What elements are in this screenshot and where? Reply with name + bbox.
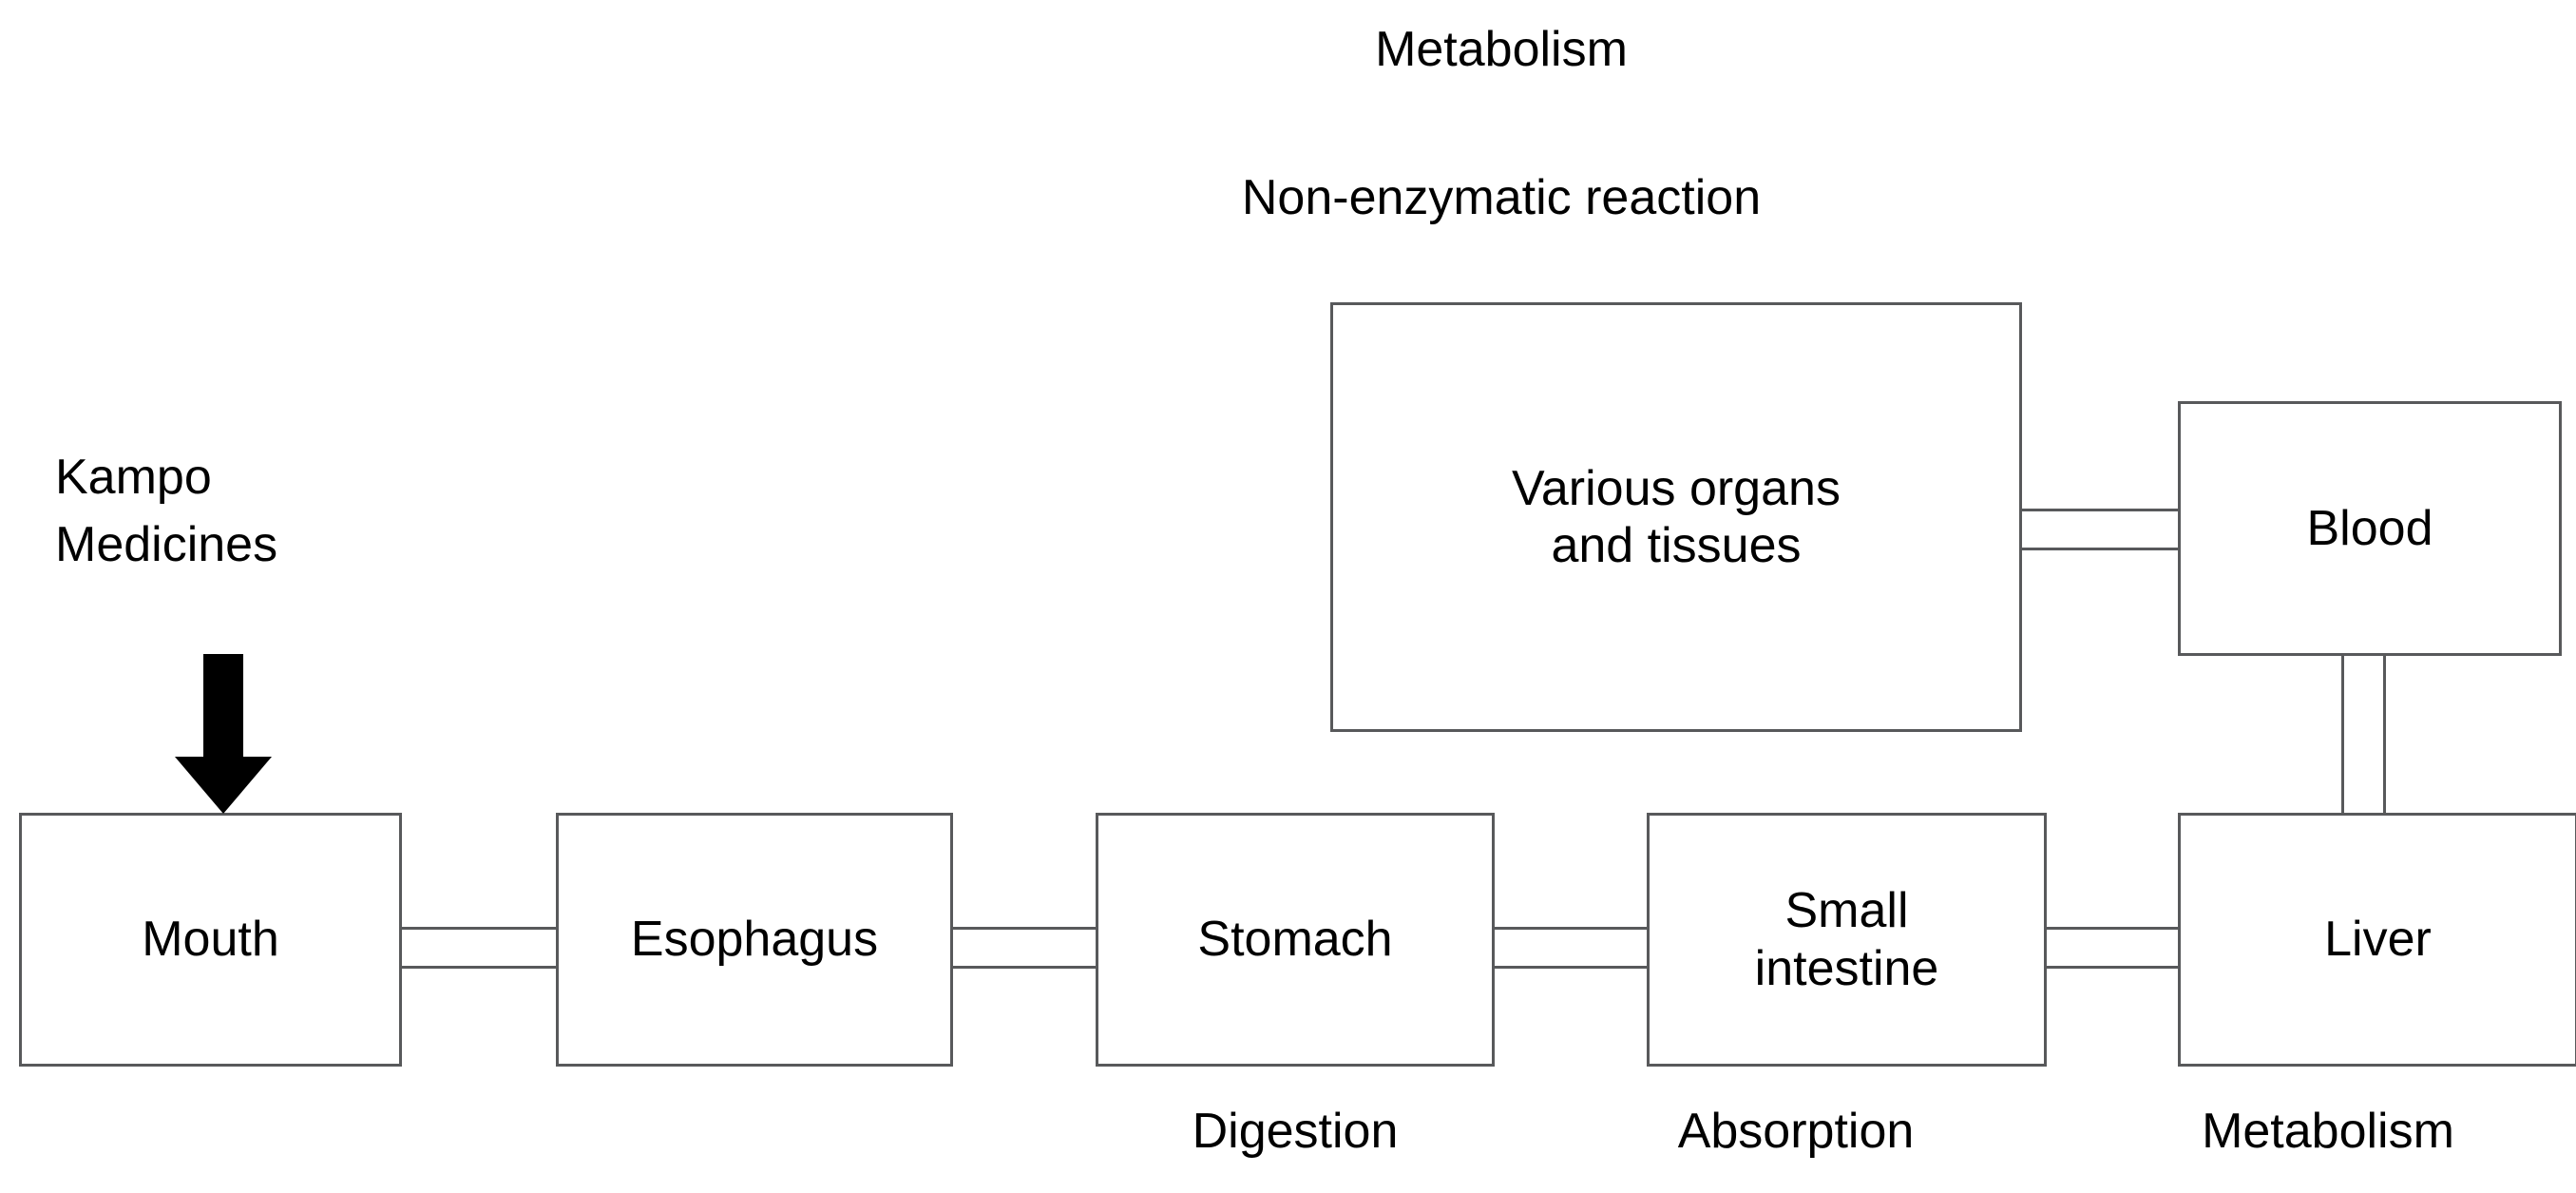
connector-mouth-esophagus-line-a xyxy=(399,927,559,930)
connector-blood-liver-line-a xyxy=(2341,654,2344,816)
node-various-organs-and-tissues[interactable]: Various organs and tissues xyxy=(1330,302,2022,732)
connector-small-intestine-liver-line-b xyxy=(2044,966,2181,969)
connector-organs-blood-line-b xyxy=(2019,548,2181,550)
down-block-arrow-icon xyxy=(171,654,276,816)
node-mouth-label: Mouth xyxy=(142,912,279,968)
connector-organs-blood-line-a xyxy=(2019,509,2181,511)
process-label-digestion: Digestion xyxy=(1192,1104,1399,1159)
connector-stomach-small-intestine-line-a xyxy=(1492,927,1650,930)
node-liver[interactable]: Liver xyxy=(2178,813,2576,1067)
node-esophagus[interactable]: Esophagus xyxy=(556,813,953,1067)
process-label-absorption: Absorption xyxy=(1677,1104,1915,1159)
node-stomach[interactable]: Stomach xyxy=(1096,813,1495,1067)
connector-esophagus-stomach-line-b xyxy=(950,966,1098,969)
connector-mouth-esophagus-line-b xyxy=(399,966,559,969)
node-blood-label: Blood xyxy=(2306,500,2433,556)
connector-stomach-small-intestine-line-b xyxy=(1492,966,1650,969)
node-small-intestine-label: Small intestine xyxy=(1754,883,1939,996)
source-label-line-1: Kampo xyxy=(55,450,212,505)
node-blood[interactable]: Blood xyxy=(2178,401,2562,656)
node-liver-label: Liver xyxy=(2324,912,2432,968)
node-stomach-label: Stomach xyxy=(1197,912,1393,968)
node-mouth[interactable]: Mouth xyxy=(19,813,402,1067)
connector-small-intestine-liver-line-a xyxy=(2044,927,2181,930)
source-label-line-2: Medicines xyxy=(55,517,278,572)
annotation-metabolism: Metabolism xyxy=(1375,22,1628,77)
annotation-non-enzymatic-reaction: Non-enzymatic reaction xyxy=(1241,170,1762,225)
process-label-metabolism: Metabolism xyxy=(2202,1104,2454,1159)
node-esophagus-label: Esophagus xyxy=(630,912,879,968)
node-various-organs-and-tissues-label: Various organs and tissues xyxy=(1512,460,1841,573)
connector-esophagus-stomach-line-a xyxy=(950,927,1098,930)
connector-blood-liver-line-b xyxy=(2383,654,2386,816)
node-small-intestine[interactable]: Small intestine xyxy=(1647,813,2047,1067)
